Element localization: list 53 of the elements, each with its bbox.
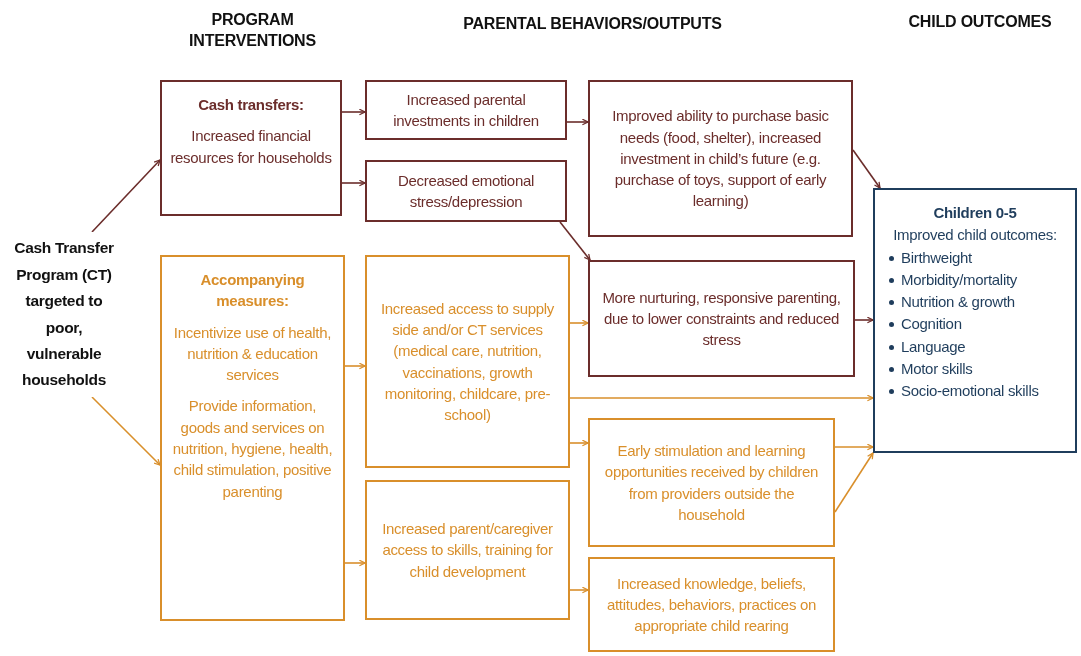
outcome-box [160,255,345,621]
arrow [569,319,589,327]
outcome-box [873,188,1077,453]
arrow [559,221,591,261]
outcome-box [160,80,342,216]
box-text: Increased access to supply side and/or CT services (medical care, nutrition, vaccinations, growth monitoring, childcare, pre-school) [379,298,556,426]
outcome-box [588,557,835,652]
bullet-item: Nutrition & growth [885,291,1065,313]
bullet-item: Language [885,335,1065,358]
box-text: Increased parental investments in children [392,89,540,131]
box-heading: Children 0-5 [932,203,1018,223]
arrow [569,439,589,447]
box-text: Decreased emotional stress/depression [396,170,535,212]
arrow [569,586,589,594]
arrow [344,362,366,370]
column-header: CHILD OUTCOMES [907,12,1053,32]
box-text: Increased parent/caregiver access to skills, training for child development [381,519,554,582]
outcome-box [588,418,835,547]
arrow [852,149,881,189]
box-subheading: Improved child outcomes: [892,225,1058,246]
box-text: Incentivize use of health, nutrition & education services [172,322,333,386]
column-header: PARENTAL BEHAVIORS/OUTPUTS [462,14,723,34]
box-text: More nurturing, responsive parenting, due to lower constraints and reduced stress [601,287,842,351]
bullet-item: Socio-emotional skills [885,380,1065,402]
outcome-box [588,260,855,377]
box-heading: Cash transfers: [197,95,305,115]
arrow [344,559,366,567]
bullet-item: Motor skills [885,358,1065,380]
outcome-box [365,480,570,620]
box-text: Improved ability to purchase basic needs (food, shelter), increased investment in child’s future (e.g. purchase of toys, support of early learning) [611,106,830,212]
bullet-item: Cognition [885,313,1065,335]
arrow [341,179,366,187]
program-label: Cash Transfer Program (CT) targeted to poor, vulnerable households [13,238,115,391]
box-text: Provide information, goods and services on nutrition, hygiene, health, child stimulation, positive parenting [171,396,334,502]
arrow [91,396,161,466]
box-text: Early stimulation and learning opportunities received by children from providers outside the household [603,440,820,525]
bullet-item: Morbidity/mortality [885,268,1065,291]
outcome-box [365,160,567,222]
box-text: Increased knowledge, beliefs, attitudes, behaviors, practices on appropriate child rearing [605,573,818,637]
arrow [834,452,874,513]
arrow [834,443,874,451]
arrow [341,108,366,116]
arrow [854,316,874,324]
arrow [566,118,589,126]
box-text: Increased financial resources for households [170,126,332,168]
arrow [569,394,874,402]
arrow [91,159,161,233]
outcome-box [588,80,853,237]
outcome-box [365,255,570,468]
outcome-box [365,80,567,140]
box-heading: Accompanying measures: [199,270,306,312]
bullet-item: Birthweight [885,246,1065,268]
column-header: PROGRAM INTERVENTIONS [188,10,317,51]
